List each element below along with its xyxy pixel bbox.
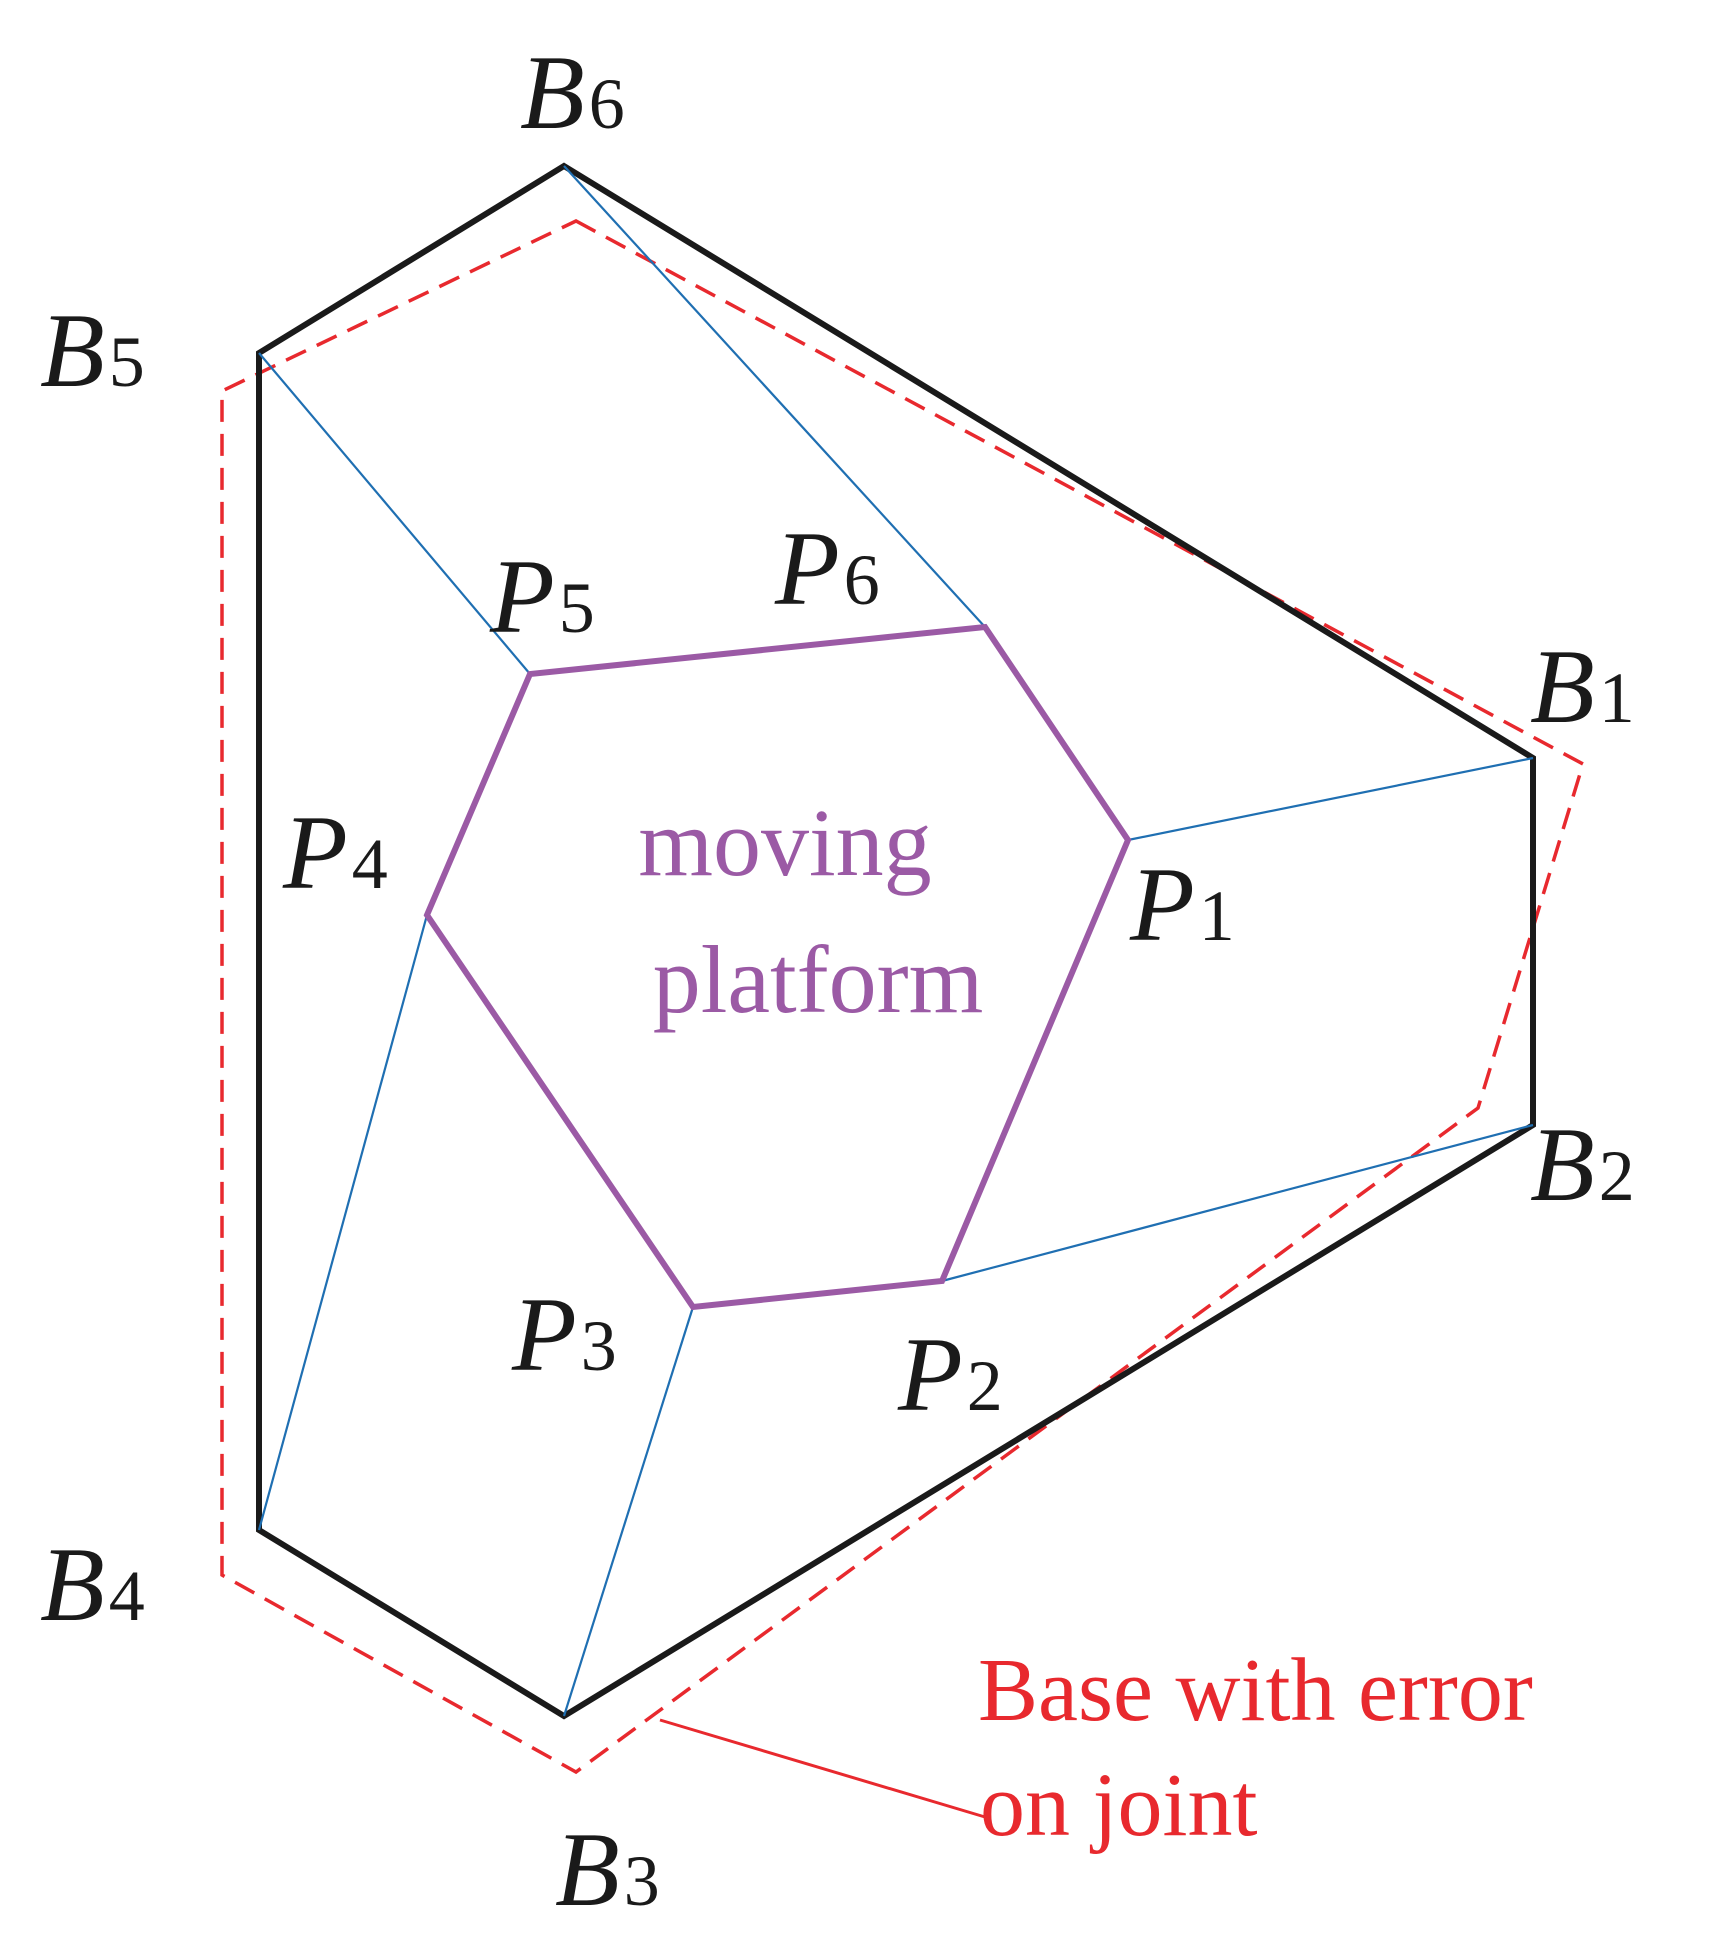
label-p5: P5 [489,538,595,655]
label-b1: B1 [1530,628,1635,745]
leg-4 [257,914,429,1531]
label-p3: P3 [511,1276,617,1393]
leg-2 [941,1123,1534,1283]
label-b6: B6 [520,34,625,151]
label-b5: B5 [40,292,145,409]
leg-1 [1127,756,1534,842]
legs [257,165,1534,1717]
error-label-line2: on joint [980,1756,1258,1855]
leg-5 [258,352,531,675]
error-label-line1: Base with error [978,1641,1533,1740]
leg-6 [563,165,986,628]
label-b3: B3 [555,1811,660,1928]
platform-label-line1: moving [638,789,931,896]
error-callout-leader [659,1718,986,1819]
leg-3 [562,1306,695,1717]
moving-platform-outline [423,623,1132,1311]
label-p2: P2 [897,1316,1003,1433]
label-p6: P6 [774,510,880,627]
base-with-error-outline [220,219,1586,1775]
platform-label-line2: platform [653,926,984,1033]
label-b2: B2 [1530,1106,1635,1223]
label-p1: P1 [1129,846,1235,963]
label-p4: P4 [282,794,388,911]
label-b4: B4 [40,1526,145,1643]
